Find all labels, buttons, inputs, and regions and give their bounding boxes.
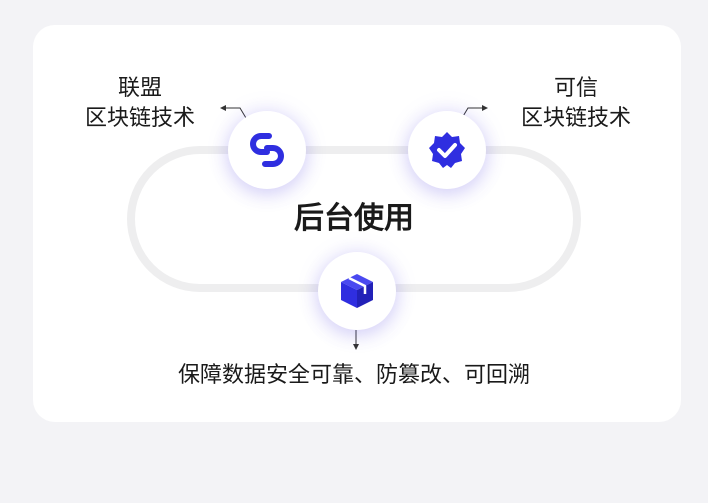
verified-badge-icon xyxy=(429,132,465,168)
arrow-left xyxy=(220,105,247,119)
left-label: 联盟 区块链技术 xyxy=(70,74,210,134)
node-left xyxy=(228,111,306,189)
left-label-line-1: 联盟 xyxy=(117,76,162,101)
left-label-line-2: 区块链技术 xyxy=(84,106,195,131)
arrow-bottom xyxy=(353,330,359,350)
node-bottom xyxy=(318,252,396,330)
node-right xyxy=(408,111,486,189)
cube-icon xyxy=(341,274,373,308)
chain-link-icon xyxy=(250,133,284,167)
center-title: 后台使用 xyxy=(294,201,414,236)
right-label-line-2: 区块链技术 xyxy=(520,106,631,131)
bottom-caption: 保障数据安全可靠、防篡改、可回溯 xyxy=(177,363,530,388)
right-label-line-1: 可信 xyxy=(553,76,598,101)
right-label: 可信 区块链技术 xyxy=(506,74,646,134)
